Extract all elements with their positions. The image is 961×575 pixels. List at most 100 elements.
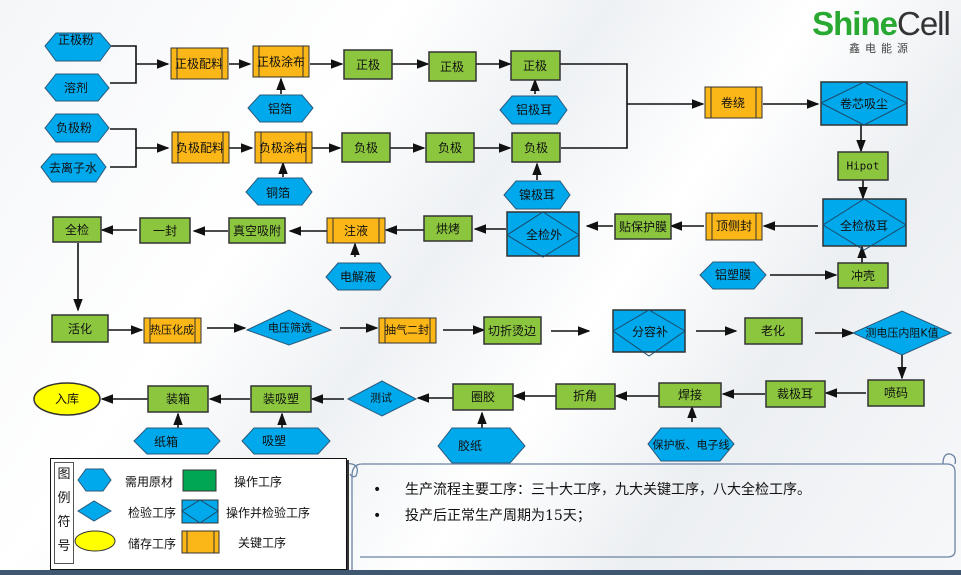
legend-hexagon-icon bbox=[77, 468, 112, 492]
op-cathode-2[interactable]: 正极 bbox=[428, 51, 477, 82]
node-label: 正极 bbox=[440, 60, 464, 74]
insp-measure-voltage-ir[interactable]: 测电压内阻K值 bbox=[851, 310, 953, 356]
material-aluminum-foil: 铝箔 bbox=[247, 94, 314, 123]
material-label: 胶纸 bbox=[458, 438, 482, 453]
material-blister: 吸塑 bbox=[241, 427, 331, 455]
material-label: 负极粉 bbox=[56, 121, 92, 135]
op-anode-2[interactable]: 负极 bbox=[425, 132, 475, 163]
key-anode-coating[interactable]: 负极涂布 bbox=[254, 131, 313, 164]
opinsp-tab-inspection[interactable]: 全检极耳 bbox=[822, 198, 907, 251]
node-label: 切折烫边 bbox=[488, 323, 536, 338]
node-label: 正极配料 bbox=[175, 57, 223, 71]
node-label: 全检极耳 bbox=[840, 218, 888, 233]
legend-green-rect-icon bbox=[182, 469, 217, 492]
node-label: 装箱 bbox=[166, 391, 190, 406]
material-label: 溶剂 bbox=[64, 80, 88, 95]
legend-rect-diamond-icon bbox=[181, 499, 219, 524]
op-wrap-tape[interactable]: 圈胶 bbox=[452, 383, 514, 411]
node-label: 烘烤 bbox=[436, 221, 460, 236]
inspections: 电压筛选 测电压内阻K值 测试 bbox=[245, 309, 953, 417]
node-label: Hipot bbox=[846, 160, 879, 173]
legend-diamond-icon bbox=[77, 500, 112, 522]
op-shell-punch[interactable]: 冲壳 bbox=[837, 262, 889, 289]
op-cathode-1[interactable]: 正极 bbox=[343, 49, 393, 80]
op-baking[interactable]: 烘烤 bbox=[423, 215, 473, 242]
note-item: 投产后正常生产周期为15天； bbox=[373, 503, 811, 529]
key-cathode-coating[interactable]: 正极涂布 bbox=[252, 45, 310, 78]
op-cut-fold-edge[interactable]: 切折烫边 bbox=[483, 316, 542, 345]
node-label: 正极涂布 bbox=[257, 54, 305, 69]
op-aging[interactable]: 老化 bbox=[744, 317, 803, 345]
material-tape-paper: 胶纸 bbox=[437, 427, 526, 464]
material-label: 正极粉 bbox=[58, 33, 94, 47]
logo-cell: Cell bbox=[897, 5, 951, 42]
node-label: 负极 bbox=[438, 141, 462, 155]
note-item: 生产流程主要工序：三十大工序，九大关键工序，八大全检工序。 bbox=[373, 477, 811, 503]
key-hot-press-formation[interactable]: 热压化成 bbox=[143, 317, 202, 344]
insp-test[interactable]: 测试 bbox=[346, 380, 418, 417]
material-label: 铜箔 bbox=[266, 185, 290, 200]
material-label: 纸箱 bbox=[154, 434, 178, 449]
key-electrolyte-fill[interactable]: 注液 bbox=[326, 217, 386, 244]
legend-label-operation-inspection: 操作并检验工序 bbox=[226, 506, 311, 520]
op-code-spray[interactable]: 喷码 bbox=[867, 379, 925, 407]
material-pcm-wire: 保护板、电子线 bbox=[647, 427, 735, 462]
node-label: 冲壳 bbox=[851, 268, 875, 283]
op-vacuum-adsorb[interactable]: 真空吸附 bbox=[228, 217, 286, 244]
node-label: 正极 bbox=[523, 59, 547, 73]
op-box-pack[interactable]: 装箱 bbox=[147, 385, 209, 413]
op-blister-pack[interactable]: 装吸塑 bbox=[250, 385, 312, 413]
legend: 图例符号 需用原材 操作工序 检验工序 操作并检验工序 储存工序 关键工序 bbox=[50, 458, 347, 570]
key-anode-mixing[interactable]: 负极配料 bbox=[171, 131, 230, 164]
node-label: 抽气二封 bbox=[385, 323, 429, 337]
node-label: 负极 bbox=[524, 141, 548, 155]
op-corner-fold[interactable]: 折角 bbox=[555, 383, 616, 410]
material-solvent: 溶剂 bbox=[44, 73, 110, 102]
node-label: 顶侧封 bbox=[716, 219, 752, 233]
node-label: 全检外 bbox=[526, 227, 562, 242]
op-anode-1[interactable]: 负极 bbox=[341, 132, 391, 163]
logo-shine: Shine bbox=[812, 5, 898, 42]
shinecell-logo: ShineCell 鑫电能源 bbox=[806, 6, 956, 56]
logo-subtitle: 鑫电能源 bbox=[849, 42, 913, 55]
key-cathode-mixing[interactable]: 正极配料 bbox=[170, 47, 229, 80]
node-label: 负极配料 bbox=[176, 141, 224, 155]
key-degas-second-seal[interactable]: 抽气二封 bbox=[378, 317, 437, 344]
opinsp-appearance-check[interactable]: 全检外 bbox=[506, 211, 580, 258]
node-label: 活化 bbox=[68, 322, 92, 336]
material-label: 保护板、电子线 bbox=[653, 438, 730, 452]
material-label: 镍极耳 bbox=[519, 188, 555, 202]
node-label: 入库 bbox=[55, 391, 79, 406]
opinsp-grading[interactable]: 分容补 bbox=[612, 309, 686, 357]
op-anode-3[interactable]: 负极 bbox=[511, 132, 561, 163]
material-label: 去离子水 bbox=[49, 160, 97, 175]
material-aluminum-tab: 铝极耳 bbox=[499, 95, 568, 125]
node-label: 测电压内阻K值 bbox=[865, 326, 938, 340]
node-label: 喷码 bbox=[884, 386, 908, 400]
insp-voltage-screen[interactable]: 电压筛选 bbox=[245, 309, 333, 346]
storage-warehouse[interactable]: 入库 bbox=[33, 382, 101, 416]
material-anode-powder: 负极粉 bbox=[44, 113, 110, 143]
node-label: 老化 bbox=[761, 324, 785, 338]
opinsp-core-dust[interactable]: 卷芯吸尘 bbox=[820, 81, 909, 126]
node-label: 测试 bbox=[370, 392, 392, 405]
op-cathode-3[interactable]: 正极 bbox=[510, 50, 561, 81]
op-protective-film[interactable]: 贴保护膜 bbox=[614, 213, 672, 240]
key-top-side-seal[interactable]: 顶侧封 bbox=[705, 212, 763, 241]
node-label: 装吸塑 bbox=[263, 391, 299, 406]
op-full-check[interactable]: 全检 bbox=[52, 216, 102, 243]
node-label: 裁极耳 bbox=[777, 387, 813, 401]
material-label: 铝箔 bbox=[268, 101, 292, 116]
op-first-seal[interactable]: 一封 bbox=[139, 217, 191, 244]
key-winding[interactable]: 卷绕 bbox=[704, 86, 763, 119]
material-electrolyte: 电解液 bbox=[325, 262, 392, 291]
material-al-laminate: 铝塑膜 bbox=[699, 261, 767, 290]
op-hipot[interactable]: Hipot bbox=[837, 151, 889, 181]
material-label: 铝极耳 bbox=[516, 102, 552, 117]
op-welding[interactable]: 焊接 bbox=[658, 382, 722, 408]
op-activation[interactable]: 活化 bbox=[51, 314, 109, 343]
legend-label-storage: 储存工序 bbox=[128, 537, 177, 551]
node-label: 卷绕 bbox=[721, 95, 745, 110]
op-cut-tab[interactable]: 裁极耳 bbox=[765, 380, 826, 408]
